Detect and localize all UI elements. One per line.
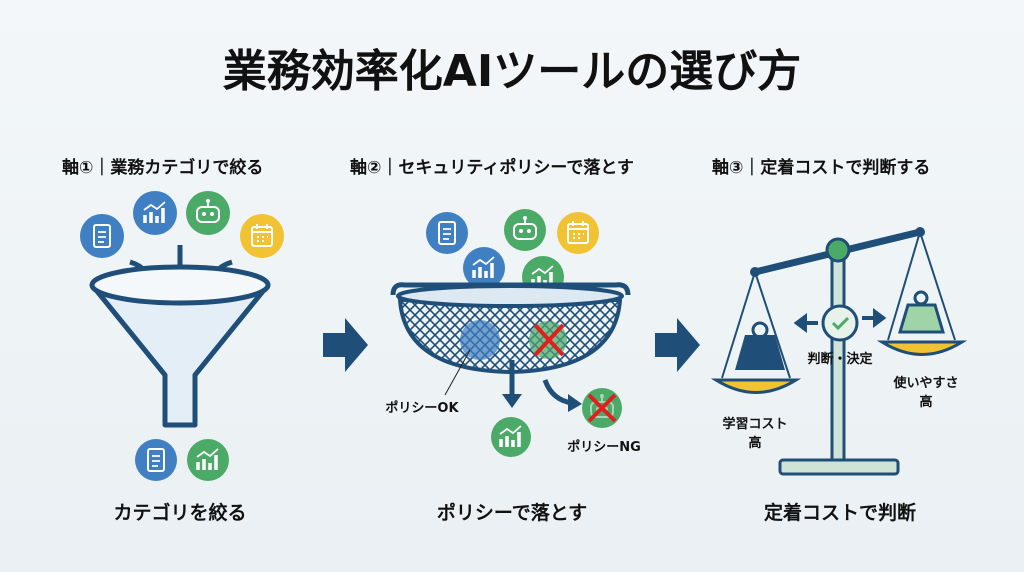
step1-caption: カテゴリを絞る bbox=[113, 501, 246, 524]
step1-heading: 軸①｜業務カテゴリで絞る bbox=[62, 157, 263, 178]
step3-heading: 軸③｜定着コストで判断する bbox=[712, 157, 930, 178]
robot-icon bbox=[186, 191, 230, 235]
next-arrow-icon bbox=[323, 318, 368, 372]
next-arrow-icon bbox=[655, 318, 700, 372]
policy-ng-label: ポリシーNG bbox=[567, 439, 641, 455]
funnel-illustration bbox=[80, 191, 284, 481]
document-icon bbox=[426, 212, 468, 254]
usability-label: 使いやすさ bbox=[892, 375, 958, 391]
step2-heading: 軸②｜セキュリティポリシーで落とす bbox=[350, 157, 634, 178]
chart-icon bbox=[463, 247, 505, 289]
strainer-illustration bbox=[390, 209, 631, 457]
check-icon bbox=[821, 304, 859, 342]
page-title: 業務効率化AIツールの選び方 bbox=[223, 46, 801, 97]
step2-caption: ポリシーで落とす bbox=[437, 501, 587, 524]
usability-level: 高 bbox=[919, 394, 932, 410]
document-icon bbox=[135, 439, 177, 481]
rejected-robot-icon bbox=[582, 388, 622, 428]
document-icon bbox=[80, 214, 124, 258]
policy-ok-label: ポリシーOK bbox=[385, 400, 459, 416]
chart-icon bbox=[187, 439, 229, 481]
decision-label: 判断・決定 bbox=[807, 351, 872, 367]
step3-caption: 定着コストで判断 bbox=[764, 501, 916, 524]
chart-icon bbox=[133, 191, 177, 235]
learning-cost-label: 学習コスト bbox=[722, 416, 787, 432]
calendar-icon bbox=[557, 212, 599, 254]
calendar-icon bbox=[240, 214, 284, 258]
chart-icon bbox=[491, 417, 531, 457]
reject-x-icon bbox=[533, 323, 565, 357]
robot-icon bbox=[504, 209, 546, 251]
learning-cost-level: 高 bbox=[748, 435, 761, 451]
scale-illustration bbox=[710, 227, 968, 476]
